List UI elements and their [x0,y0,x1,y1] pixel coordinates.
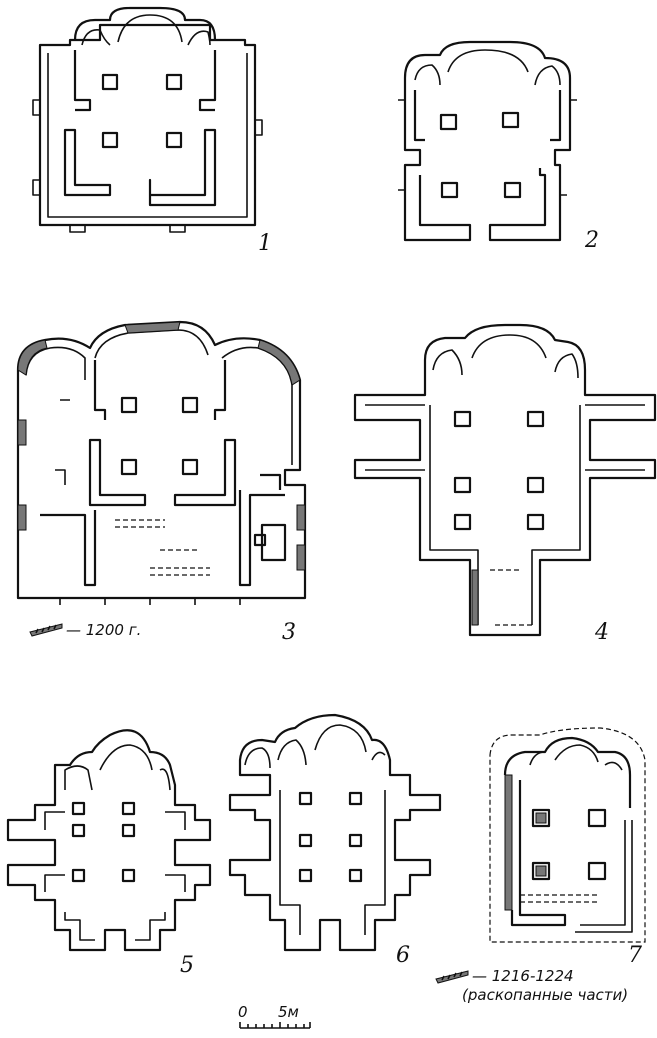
plan-7-number: 7 [628,943,642,968]
legend-hatch-marks [29,623,469,984]
plan-3 [16,320,307,605]
plan-1-number: 1 [258,231,272,256]
plan-7-excavated-note: (раскопанные части) [462,986,629,1004]
scale-bar [239,1022,311,1029]
plan-3-number: 3 [282,620,296,645]
plan-3-date-legend: — 1200 г. [66,621,142,639]
plan-5 [6,729,212,952]
plan-2-number: 2 [585,228,599,253]
plan-4-number: 4 [595,620,609,645]
scale-length-label: 5м [278,1003,299,1021]
hatch-symbol-1216 [435,970,469,984]
plan-1 [32,6,263,233]
plan-6 [228,713,442,952]
plan-7 [489,727,646,943]
scale-zero-label: 0 [238,1003,248,1021]
plan-4 [353,323,657,637]
plan-5-number: 5 [180,953,194,978]
plan-2 [398,40,577,242]
plan-6-number: 6 [396,943,410,968]
hatch-symbol-1200 [29,623,63,637]
plan-7-date-legend: — 1216-1224 [472,967,574,985]
